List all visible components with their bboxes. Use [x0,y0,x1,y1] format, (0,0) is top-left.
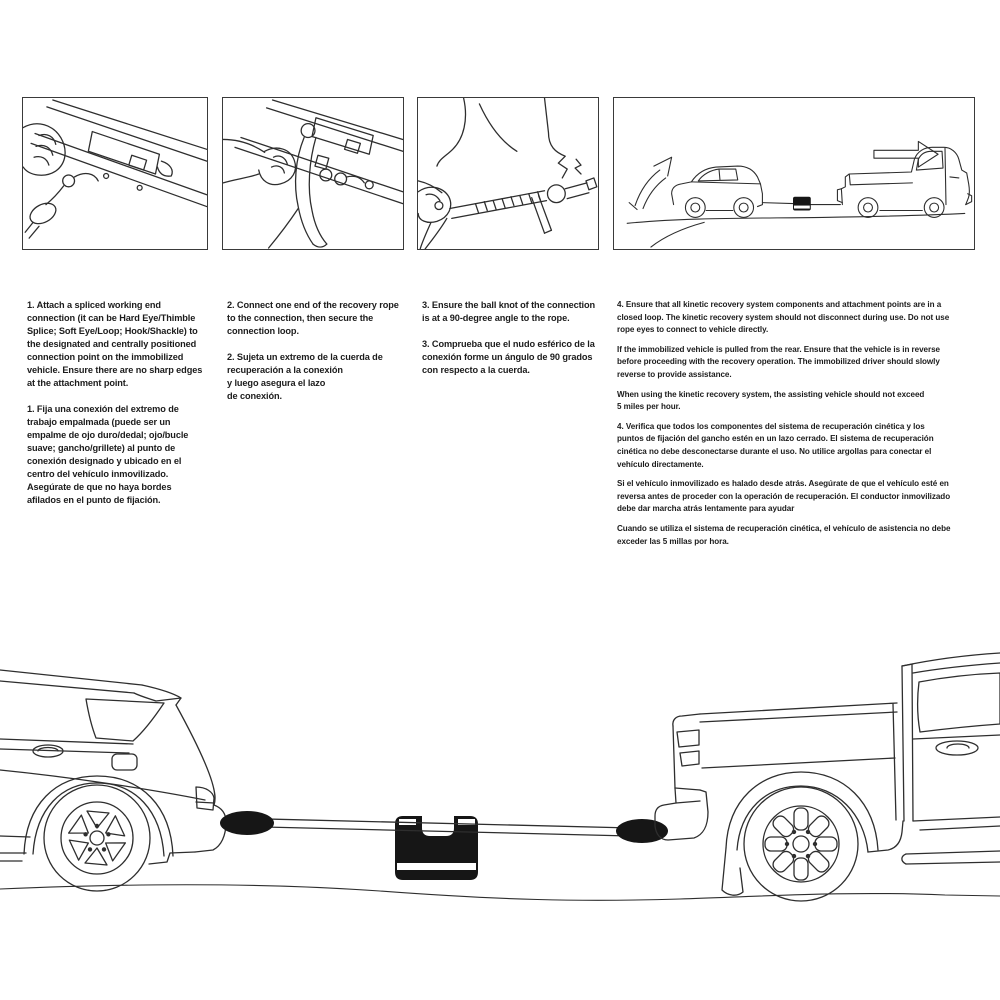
suv-spoiler [133,684,182,702]
hand-sketch [418,180,452,249]
vehicle-tailgate-sketch [234,99,403,205]
step4-text-en-2: If the immobilized vehicle is pulled fro… [617,344,941,379]
pickup-cab-window [916,672,1000,733]
step3-figure-ball-knot-angle [418,98,598,249]
step4-text-es-1: 4. Verifica que todos los componentes de… [617,421,934,469]
step3-text-es: 3. Comprueba que el nudo esférico de la … [422,339,595,375]
step1-text: 1. Attach a spliced working end connecti… [27,299,223,520]
hitch-hardware-sketch [314,154,374,190]
ground-line [626,212,966,248]
suv-taillight [195,786,215,811]
suv-wheel-lugs [83,823,111,852]
pickup-wheel-lugs [784,829,818,859]
step4-panel [613,97,975,250]
rope-splice-sketch [449,190,548,220]
rope-and-damper-small [761,196,841,211]
pickup-door-handle [935,740,979,756]
step2-panel [222,97,404,250]
step2-text: 2. Connect one end of the recovery rope … [227,299,423,416]
ground-line [0,884,1000,901]
arrow-right-icon [873,140,939,168]
suv-small-drawing [671,165,763,218]
bottom-figure-towing-detail [0,652,1000,902]
suv-rear-drawing [0,669,227,865]
step4-text-es-3: Cuando se utiliza el sistema de recupera… [617,523,951,546]
suv-rear-bumper [194,804,227,853]
suv-rear-wheel [43,784,151,892]
step4-text: 4. Ensure that all kinetic recovery syst… [617,299,989,555]
suv-wheel-spokes [66,810,128,866]
damper-blanket [395,816,478,880]
pickup-wheel-spokes [764,807,838,881]
step1-text-es: 1. Fija una conexión del extremo de trab… [27,404,189,505]
suv-fender-arch [23,775,174,857]
connection-knot-left [220,811,274,835]
step4-figure-towing-scene [626,140,973,248]
vehicle-corner-sketch [436,98,582,179]
hand-sketch [23,123,66,176]
damper-white-stripe [397,863,476,870]
connection-knot-right [616,819,668,843]
pickup-fender-arch [725,771,879,851]
step4-text-en-3: When using the kinetic recovery system, … [617,389,925,412]
pickup-small-drawing [836,146,973,218]
pickup-rear-wheel [743,786,859,902]
step3-text-en: 3. Ensure the ball knot of the connectio… [422,300,596,323]
pickup-mudflap [721,847,744,896]
step3-panel [417,97,599,250]
suv-rear-window [85,698,165,742]
vehicle-tailgate-sketch [30,99,207,208]
pickup-running-board [905,850,1000,855]
step2-figure-connect-rope [223,99,403,249]
step1-text-en: 1. Attach a spliced working end connecti… [27,300,203,388]
step4-text-es-2: Si el vehículo inmovilizado es halado de… [617,479,951,514]
hand-sketch [223,138,299,249]
shackle-and-rope-eye-sketch [24,172,99,239]
step3-text: 3. Ensure the ball knot of the connectio… [422,299,618,390]
pickup-rear-bumper [654,787,709,841]
recovery-rope-line [224,817,633,837]
ball-knot-connector-sketch [531,177,598,234]
step2-text-en: 2. Connect one end of the recovery rope … [227,300,399,336]
pickup-rear-drawing [654,652,1000,896]
rope-loop-with-ball-sketch [294,123,328,248]
arrow-curved-icon [628,156,673,211]
suv-door-handle [32,744,64,758]
step1-panel [22,97,208,250]
step1-figure-attach-connection [23,99,207,239]
pickup-tailgate [672,725,676,789]
step4-text-en-1: 4. Ensure that all kinetic recovery syst… [617,300,950,335]
step2-text-es: 2. Sujeta un extremo de la cuerda de rec… [227,352,383,401]
